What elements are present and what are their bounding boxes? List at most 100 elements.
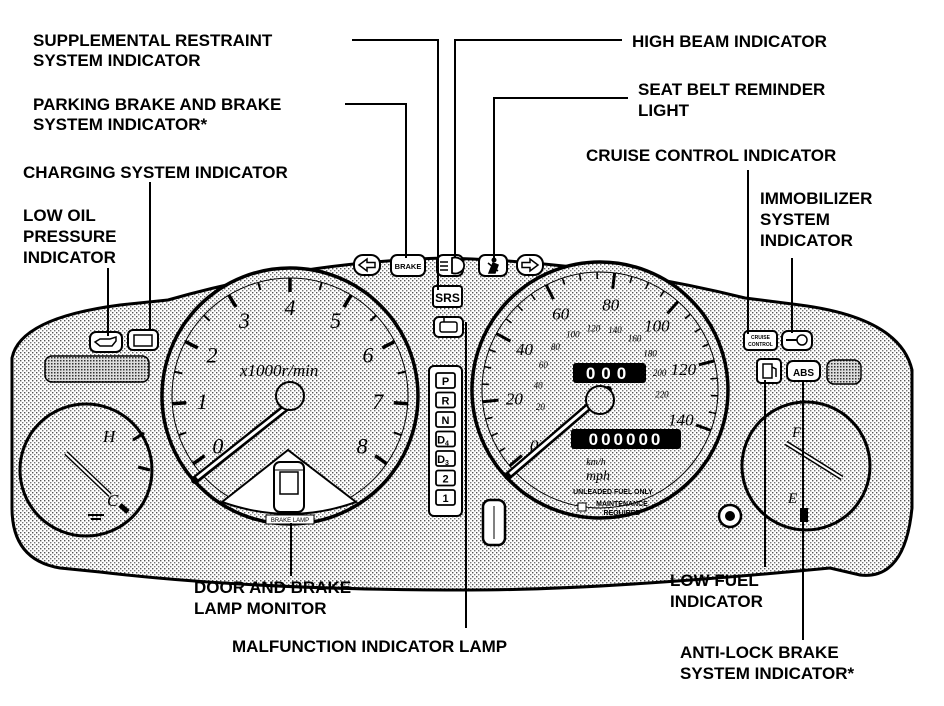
tach-tick-label: 7: [372, 389, 384, 414]
gear-label: D4: [437, 435, 449, 448]
speedo-tick: [484, 365, 492, 369]
unleaded-fuel-label: UNLEADED FUEL ONLY: [573, 489, 653, 496]
speedo-kmh-label: 120: [587, 323, 601, 333]
tach-tick: [203, 314, 211, 322]
label-abs-2: SYSTEM INDICATOR*: [680, 664, 854, 683]
label-charging: CHARGING SYSTEM INDICATOR: [23, 163, 288, 182]
tach-tick: [397, 370, 406, 375]
label-immobilizer-1: IMMOBILIZER: [760, 189, 872, 208]
speedo-tick: [611, 272, 617, 289]
speedo-tick: [629, 276, 633, 284]
leader-seat-belt: [493, 97, 628, 258]
label-high-beam: HIGH BEAM INDICATOR: [632, 32, 827, 51]
speedo-tick: [495, 332, 512, 343]
tach-tick: [184, 339, 199, 350]
speedo-kmh-label: 220: [655, 389, 669, 399]
speedo-tick-marks: [482, 272, 718, 467]
cruise-text-1: CRUISE: [751, 335, 771, 341]
fuel-gauge: F E: [740, 400, 872, 532]
speedo-tick: [708, 411, 716, 415]
abs-icon: ABS: [786, 360, 821, 382]
speedo-mph-label: 60: [552, 304, 570, 323]
speedo-tick: [517, 304, 524, 312]
gear-box: [435, 469, 456, 487]
speedo-mph-unit: mph: [586, 469, 610, 484]
high-beam-icon: [436, 254, 466, 277]
speedo-mph-label: 100: [644, 317, 670, 336]
brake-lamp-label: BRAKE LAMP: [271, 518, 309, 524]
battery-icon: [127, 329, 159, 351]
leader-lines: [107, 39, 804, 640]
maintenance-label-1: MAINTENANCE: [596, 501, 648, 508]
tach-tick-label: 2: [206, 342, 217, 367]
speedo-tick: [561, 277, 566, 286]
leader-high-beam: [454, 39, 622, 258]
gear-label: 2: [442, 474, 448, 486]
label-oil-3: INDICATOR: [23, 248, 116, 267]
gear-label: 1: [442, 493, 448, 505]
tach-tick-label: 1: [197, 389, 208, 414]
tach-tick: [227, 294, 238, 308]
speedo-tick: [530, 293, 536, 301]
speedo-tick: [488, 348, 496, 353]
fuel-full-label: F: [791, 425, 802, 441]
right-blank-display: [826, 359, 862, 385]
temperature-gauge: H C: [18, 402, 154, 538]
trip-meter-digits: 000: [586, 364, 632, 383]
brake-system-icon: BRAKE: [390, 254, 426, 277]
dimmer-knob: [717, 503, 743, 529]
srs-icon: SRS: [432, 285, 463, 308]
label-seat-belt-2: LIGHT: [638, 101, 690, 120]
label-cruise: CRUISE CONTROL INDICATOR: [586, 146, 836, 165]
right-turn-signal-icon: [516, 254, 544, 276]
leader-srs: [352, 39, 439, 290]
fuel-pump-icon: [756, 358, 782, 384]
speedo-tick: [498, 447, 506, 453]
speedo-kmh-label: 40: [534, 381, 544, 391]
label-low-fuel-1: LOW FUEL: [670, 571, 759, 590]
tach-tick-label: 4: [285, 295, 296, 320]
tach-tick-marks: [172, 278, 408, 466]
tach-tick: [369, 314, 377, 322]
speedo-kmh-label: 80: [551, 342, 561, 352]
speedo-kmh-label: 200: [653, 368, 667, 378]
speedo-tick: [710, 377, 718, 380]
gear-box: [435, 450, 456, 467]
speedo-kmh-label: 100: [566, 329, 580, 339]
label-srs-1: SUPPLEMENTAL RESTRAINT: [33, 31, 273, 50]
gear-label: P: [442, 376, 449, 388]
speedo-mph-label: 40: [516, 340, 534, 359]
label-oil-2: PRESSURE: [23, 227, 117, 246]
gear-box: [435, 372, 456, 389]
speedo-kmh-unit: km/h: [586, 457, 605, 468]
speedo-mph-label: 20: [506, 390, 524, 409]
gear-label: R: [442, 396, 450, 408]
odometer-display: [571, 429, 681, 449]
gear-label: N: [442, 415, 450, 427]
callout-labels: SUPPLEMENTAL RESTRAINT SYSTEM INDICATOR …: [23, 31, 872, 683]
gear-box: [435, 391, 456, 409]
label-seat-belt-1: SEAT BELT REMINDER: [638, 80, 825, 99]
gear-label: D3: [437, 454, 449, 467]
cruise-text-2: CONTROL: [748, 342, 773, 348]
label-door-monitor-1: DOOR AND BRAKE: [194, 578, 351, 597]
left-blank-display: [44, 355, 150, 383]
speedo-mph-label: 0: [530, 436, 539, 455]
speedo-tick: [490, 432, 499, 437]
tach-tick-label: 3: [238, 308, 250, 333]
leader-parking-brake: [345, 103, 407, 258]
speedo-tick: [485, 416, 493, 420]
tach-tick: [374, 454, 388, 466]
label-srs-2: SYSTEM INDICATOR: [33, 51, 201, 70]
speedo-tick: [694, 327, 702, 333]
tach-tick: [192, 454, 206, 466]
odometer-digits: 000000: [589, 430, 664, 449]
srs-indicator-text: SRS: [435, 291, 460, 305]
maintenance-label-2: REQUIRED: [604, 510, 641, 517]
trip-meter-display: [573, 363, 646, 383]
